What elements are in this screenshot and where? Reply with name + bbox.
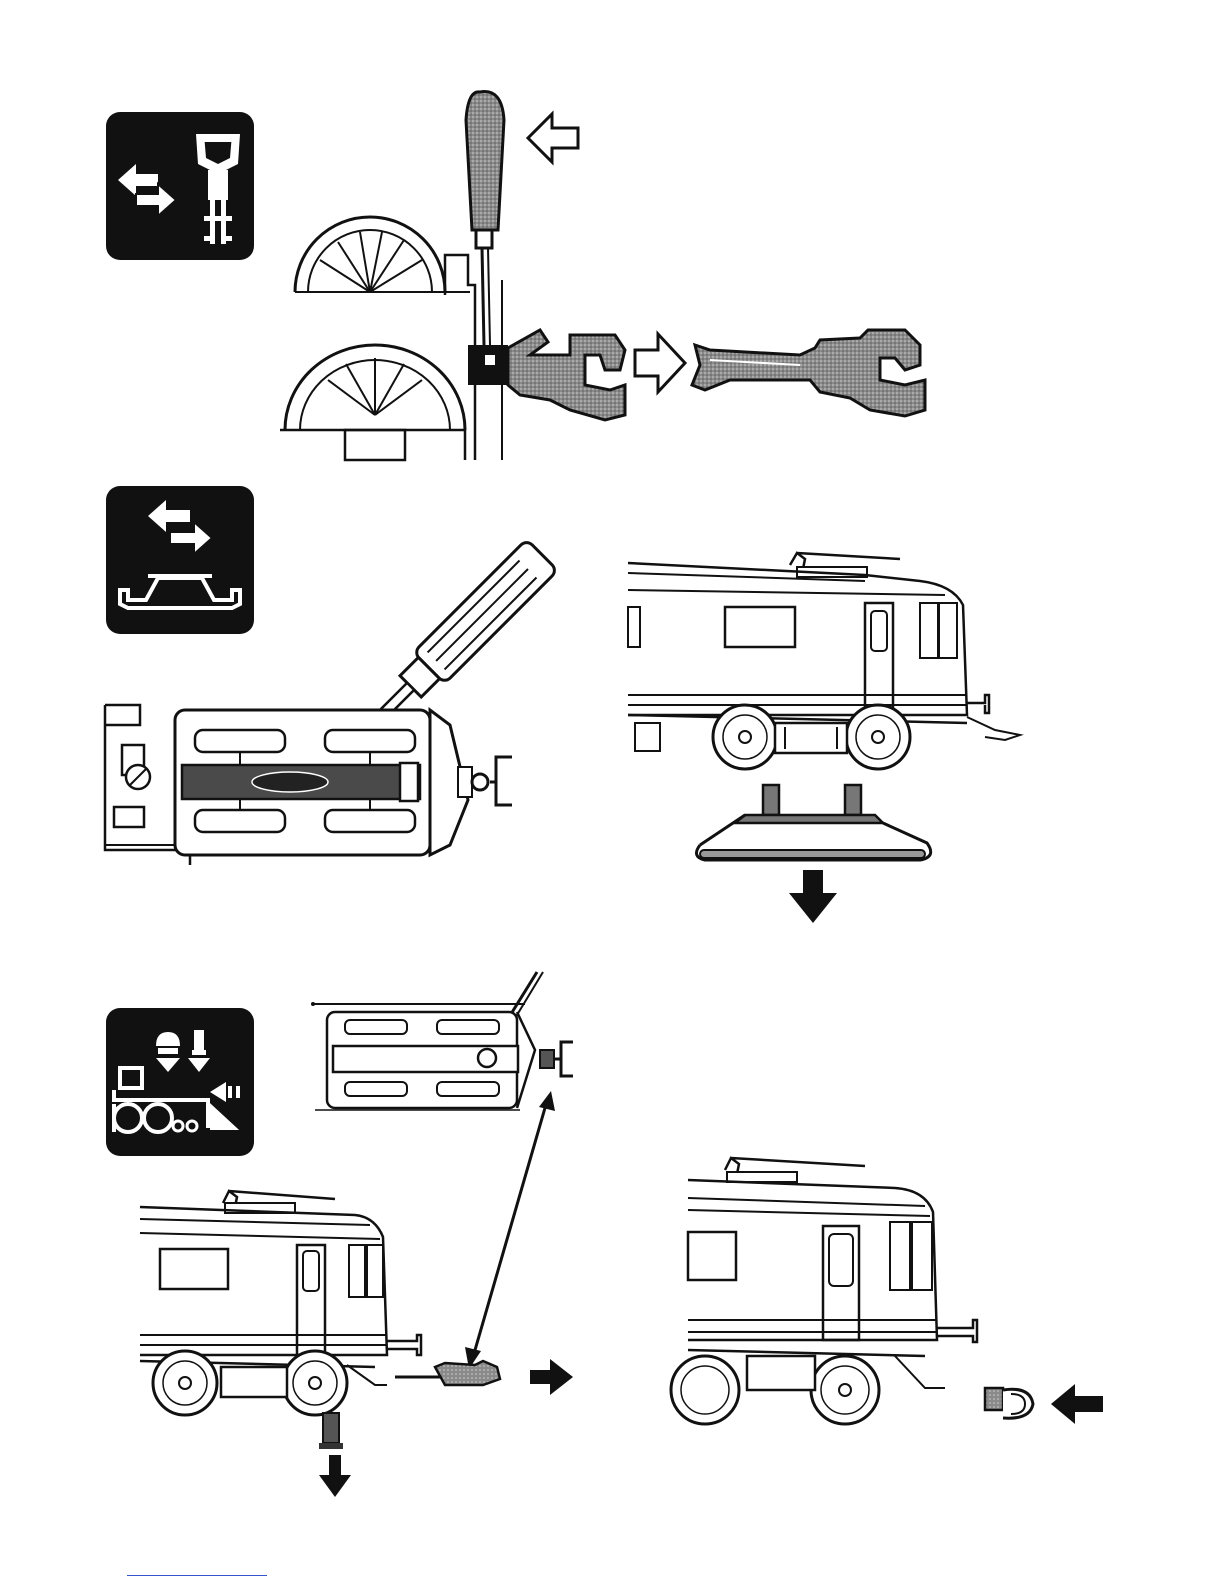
footer-rule bbox=[127, 1575, 267, 1576]
coupler-replacement-illustration bbox=[280, 80, 950, 460]
coupler-swap-icon bbox=[106, 112, 254, 260]
bogie-underside-screwdriver-illustration bbox=[100, 545, 600, 865]
locomotive-side-bogie-removal-illustration bbox=[625, 545, 1025, 930]
locomotive-coupler-removal-illustration bbox=[135, 1185, 585, 1505]
locomotive-lamp-icon bbox=[106, 1008, 254, 1156]
locomotive-coupler-install-illustration bbox=[685, 1150, 1110, 1450]
